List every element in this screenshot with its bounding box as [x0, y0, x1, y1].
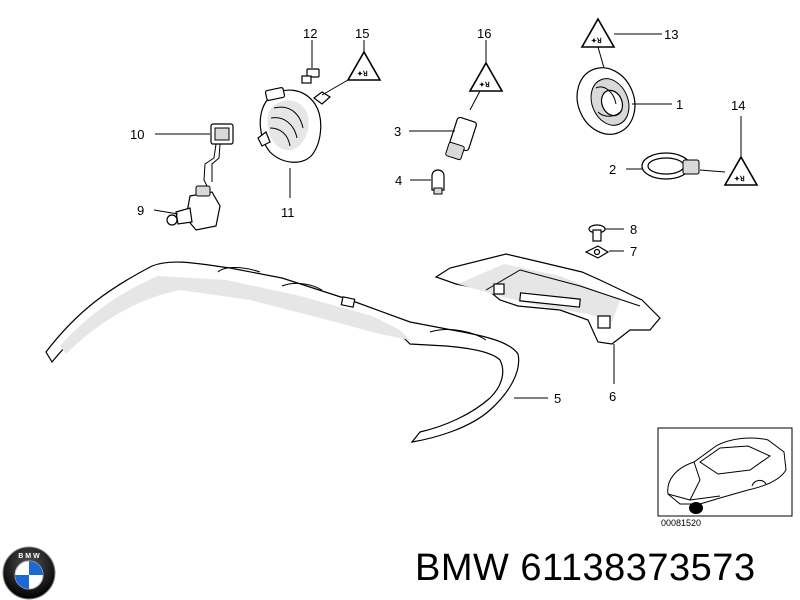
- callout-16: 16: [477, 26, 491, 41]
- callout-4: 4: [395, 173, 402, 188]
- callout-3: 3: [394, 124, 401, 139]
- part-3-socket: [409, 116, 477, 161]
- inset-code: 00081520: [661, 518, 701, 528]
- warning-triangle-13: ✦ꓤ: [580, 17, 662, 69]
- part-9-bulb-holder: [153, 185, 221, 231]
- part-6-bracket: [434, 253, 661, 384]
- callout-15: 15: [355, 26, 369, 41]
- warning-triangle-15: ✦ꓤ: [321, 40, 382, 96]
- callout-14: 14: [731, 98, 745, 113]
- callout-1: 1: [676, 97, 683, 112]
- part-7-nut: [584, 245, 624, 259]
- callout-12: 12: [303, 26, 317, 41]
- bmw-logo: B M W: [2, 546, 56, 600]
- callout-13: 13: [664, 27, 678, 42]
- callout-5: 5: [554, 391, 561, 406]
- callout-9: 9: [137, 203, 144, 218]
- part-4-bulb: [410, 169, 445, 195]
- callout-10: 10: [130, 127, 144, 142]
- svg-text:✦ꓤ: ✦ꓤ: [591, 37, 602, 45]
- warning-triangle-16: ✦ꓤ: [468, 40, 504, 111]
- car-location-inset: 00081520: [657, 427, 793, 528]
- callout-2: 2: [609, 162, 616, 177]
- bmw-logo-text: B M W: [18, 553, 40, 560]
- part-8-screw: [588, 224, 624, 242]
- part-2-clamp: [626, 152, 700, 180]
- svg-text:✦ꓤ: ✦ꓤ: [734, 175, 745, 183]
- part-number-caption: BMW 61138373573: [415, 547, 756, 589]
- part-12-screw: [301, 40, 320, 84]
- callout-8: 8: [630, 222, 637, 237]
- svg-text:✦ꓤ: ✦ꓤ: [357, 70, 368, 78]
- warning-triangle-14: ✦ꓤ: [699, 116, 759, 186]
- callout-11: 11: [281, 205, 295, 220]
- svg-text:✦ꓤ: ✦ꓤ: [479, 81, 490, 89]
- part-1-lamp: [576, 67, 672, 135]
- callout-6: 6: [609, 389, 616, 404]
- part-5-trim-strip: [45, 261, 548, 443]
- part-10-connector: [155, 123, 234, 189]
- callout-7: 7: [630, 244, 637, 259]
- part-11-housing: [257, 87, 332, 198]
